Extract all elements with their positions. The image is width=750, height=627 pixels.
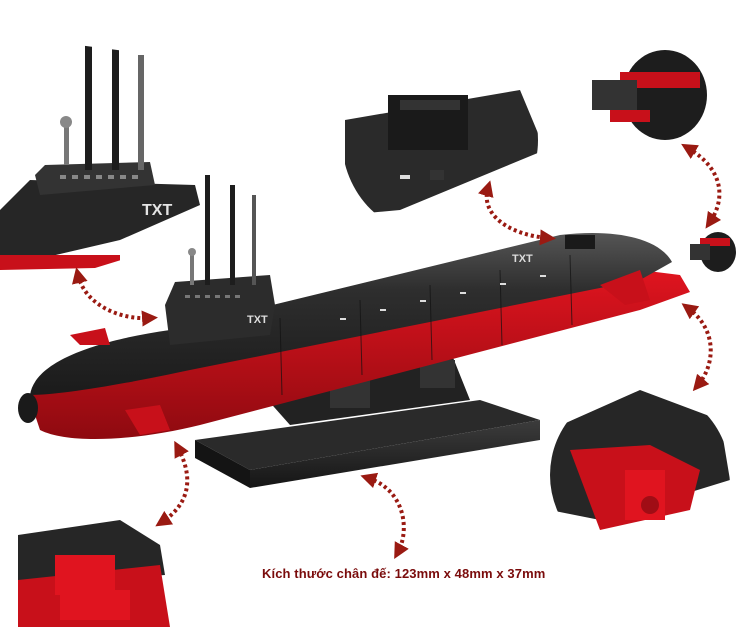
lower-hull-red	[30, 270, 690, 440]
display-stand	[195, 350, 540, 488]
submarine-model: TXT TXT	[18, 175, 736, 488]
svg-text:TXT: TXT	[142, 202, 172, 219]
bow-plane-closeup	[18, 505, 175, 627]
sail-closeup: TXT	[0, 35, 205, 270]
stern-fin-closeup	[550, 385, 730, 565]
hull-marking: TXT	[247, 314, 268, 326]
callout-arrows	[72, 143, 722, 560]
propeller-closeup	[575, 22, 715, 160]
base-dimensions-caption: Kích thước chân đế: 123mm x 48mm x 37mm	[262, 566, 546, 581]
propeller	[690, 232, 736, 272]
upper-hull-black	[30, 233, 672, 395]
svg-text:TXT: TXT	[512, 253, 533, 265]
deck-hatch-closeup	[342, 42, 538, 238]
conning-tower: TXT	[165, 175, 275, 345]
